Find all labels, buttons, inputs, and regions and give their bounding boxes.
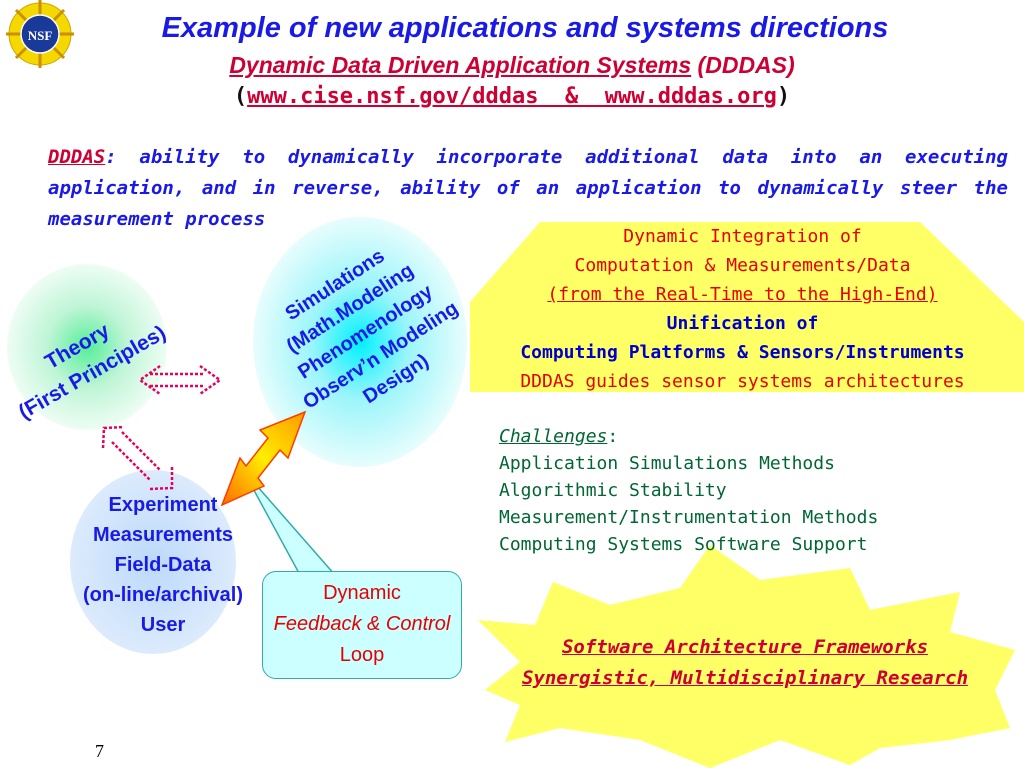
integration-line-1: Dynamic Integration of	[623, 226, 862, 247]
theory-ellipse	[7, 264, 167, 430]
dddas-urls-link[interactable]: www.cise.nsf.gov/dddas & www.dddas.org	[247, 84, 777, 109]
experiment-ellipse	[70, 470, 236, 654]
feedback-line-2: Feedback & Control	[273, 613, 451, 635]
experiment-line-1: Experiment	[108, 494, 218, 516]
integration-line-3: (from the Real-Time to the High-End)	[547, 284, 938, 305]
feedback-line-1: Dynamic	[323, 582, 401, 604]
integration-line-6: DDDAS guides sensor systems architecture…	[520, 371, 965, 392]
research-starburst	[478, 545, 1015, 768]
experiment-line-3: Field-Data	[114, 554, 212, 576]
challenges-heading: Challenges	[499, 426, 608, 447]
page-title: Example of new applications and systems …	[161, 12, 889, 44]
feedback-line-3: Loop	[339, 644, 385, 666]
page-number: 7	[95, 741, 104, 761]
simulations-ellipse	[253, 217, 467, 467]
integration-text: Dynamic Integration of Computation & Mea…	[470, 222, 1015, 396]
challenges-colon: :	[607, 426, 619, 447]
url-open-paren: (	[233, 84, 248, 109]
subtitle-acronym: (DDDAS)	[691, 52, 795, 78]
definition-term: DDDAS	[48, 146, 106, 168]
definition-text: : ability to dynamically incorporate add…	[48, 146, 1008, 230]
url-close-paren: )	[776, 84, 791, 109]
research-line-2: Synergistic, Multidisciplinary Research	[521, 667, 969, 689]
page-subtitle: Dynamic Data Driven Application Systems …	[0, 52, 1024, 79]
integration-line-5: Computing Platforms & Sensors/Instrument…	[520, 342, 965, 363]
experiment-line-2: Measurements	[92, 524, 234, 546]
challenges-heading-row: Challenges:	[499, 423, 1019, 450]
experiment-line-5: User	[140, 614, 186, 636]
feedback-callout: Dynamic Feedback & Control Loop	[262, 571, 462, 679]
integration-line-2: Computation & Measurements/Data	[574, 255, 911, 276]
theory-simulation-arrow	[137, 364, 223, 396]
integration-trapezoid	[470, 222, 1024, 392]
challenge-item: Computing Systems Software Support	[499, 534, 868, 555]
dddas-definition: DDDAS: ability to dynamically incorporat…	[48, 142, 1008, 235]
experiment-label: Experiment Measurements Field-Data (on-l…	[58, 490, 268, 640]
experiment-simulation-arrow	[220, 410, 307, 507]
challenge-item: Algorithmic Stability	[499, 480, 727, 501]
integration-line-4: Unification of	[666, 313, 819, 334]
subtitle-main: Dynamic Data Driven Application Systems	[229, 52, 692, 78]
research-line-1: Software Architecture Frameworks	[561, 636, 929, 658]
nsf-logo-text: NSF	[27, 28, 53, 43]
theory-experiment-arrow	[101, 425, 174, 491]
nsf-logo	[6, 0, 74, 68]
experiment-line-4: (on-line/archival)	[82, 584, 244, 606]
research-text: Software Architecture Frameworks Synergi…	[490, 632, 1000, 694]
url-line: (www.cise.nsf.gov/dddas & www.dddas.org)	[0, 84, 1024, 109]
challenge-item: Measurement/Instrumentation Methods	[499, 507, 879, 528]
challenge-item: Application Simulations Methods	[499, 453, 835, 474]
challenges-list: Challenges: Application Simulations Meth…	[499, 423, 1019, 558]
